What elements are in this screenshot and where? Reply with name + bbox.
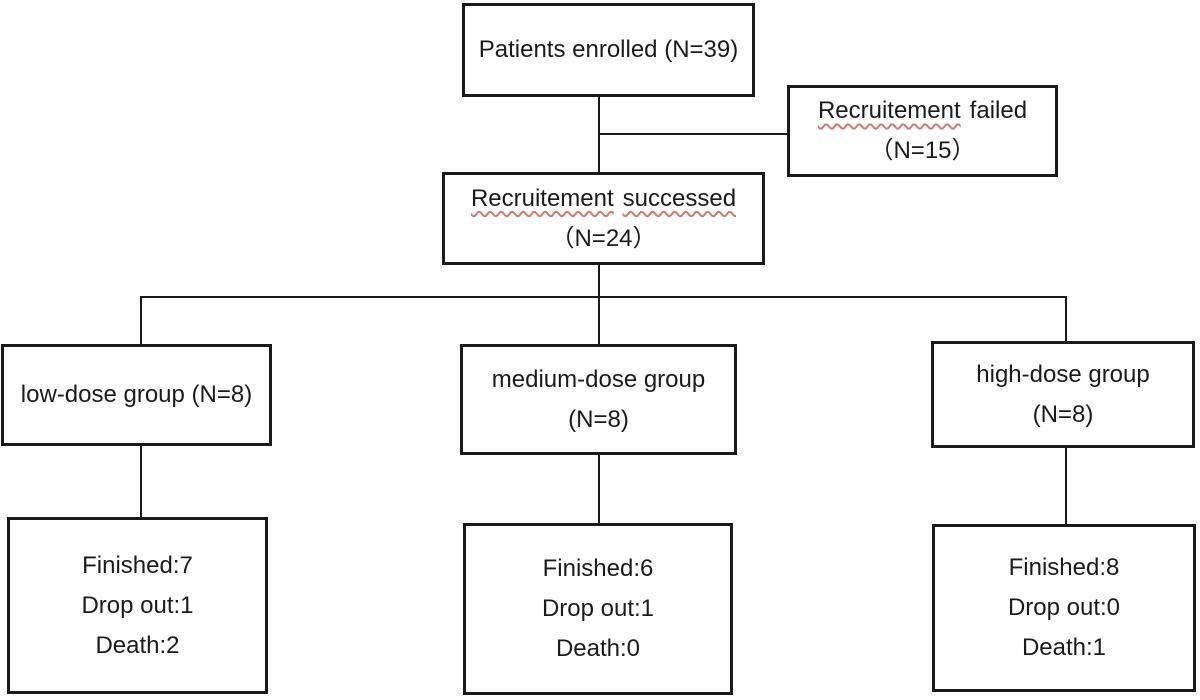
patients-enrolled-label: Patients enrolled (N=39) — [478, 36, 739, 63]
high-outcome-death: Death:1 — [1021, 634, 1107, 661]
low-outcome-finished: Finished:7 — [82, 551, 193, 579]
high-dose-group-label: high-dose group — [976, 360, 1150, 388]
high-dose-group-count: (N=8) — [1032, 400, 1094, 428]
recruitment-failed-word2: failed — [969, 97, 1028, 124]
medium-dose-group-count: (N=8) — [568, 405, 629, 433]
connector-split-to-low-group — [140, 296, 142, 345]
box-medium-dose-group: medium-dose group (N=8) — [460, 344, 737, 455]
box-high-dose-outcome: Finished:8 Drop out:0 Death:1 — [932, 524, 1196, 692]
recruitment-successed-count: （N=24） — [550, 224, 657, 252]
connector-split-to-high-group — [1065, 296, 1067, 342]
connector-branch-to-failed — [598, 133, 788, 135]
recruitment-failed-count: （N=15） — [869, 137, 976, 164]
box-low-dose-group: low-dose group (N=8) — [1, 344, 272, 446]
connector-successed-to-split — [598, 265, 600, 345]
connector-medium-group-to-outcome — [598, 455, 600, 524]
box-recruitment-successed: Recruitement successed （N=24） — [442, 172, 765, 265]
medium-outcome-death: Death:0 — [555, 635, 641, 662]
box-patients-enrolled: Patients enrolled (N=39) — [462, 3, 755, 97]
connector-enrolled-to-successed — [598, 97, 600, 173]
connector-high-group-to-outcome — [1065, 448, 1067, 525]
box-medium-dose-outcome: Finished:6 Drop out:1 Death:0 — [463, 523, 733, 695]
connector-low-group-to-outcome — [140, 446, 142, 518]
recruitment-successed-label: Recruitement successed — [471, 179, 736, 219]
recruitment-successed-word2: successed — [622, 184, 737, 212]
low-outcome-dropout: Drop out:1 — [81, 591, 194, 619]
low-dose-group-label: low-dose group (N=8) — [20, 381, 253, 408]
high-outcome-dropout: Drop out:0 — [1007, 594, 1121, 621]
low-outcome-death: Death:2 — [95, 631, 180, 659]
recruitment-failed-label: Recruitement failed — [818, 91, 1027, 131]
recruitment-successed-word1: Recruitement — [470, 184, 614, 212]
medium-dose-group-label: medium-dose group — [491, 365, 706, 393]
medium-outcome-finished: Finished:6 — [542, 555, 654, 582]
box-high-dose-group: high-dose group (N=8) — [931, 341, 1195, 448]
box-recruitment-failed: Recruitement failed （N=15） — [787, 85, 1058, 177]
medium-outcome-dropout: Drop out:1 — [541, 595, 655, 622]
connector-distribution-line — [140, 296, 1067, 298]
high-outcome-finished: Finished:8 — [1008, 554, 1120, 581]
box-low-dose-outcome: Finished:7 Drop out:1 Death:2 — [7, 517, 268, 694]
recruitment-failed-word1: Recruitement — [817, 97, 961, 124]
